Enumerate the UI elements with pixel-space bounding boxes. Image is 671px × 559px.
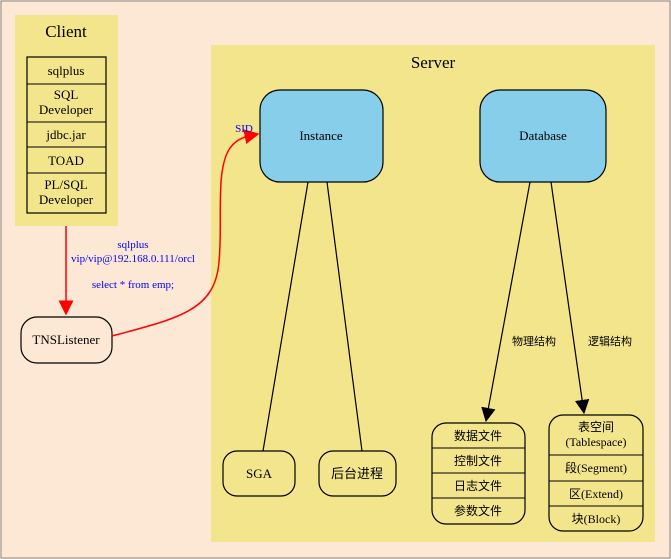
tnslistener-node	[20, 316, 113, 364]
physical-item-paramfile: 参数文件	[454, 503, 502, 518]
client-tools-table	[26, 56, 107, 214]
logical-item-extend: 区(Extend)	[569, 487, 623, 501]
physical-item-controlfile: 控制文件	[454, 453, 502, 468]
instance-node	[259, 89, 384, 183]
client-item-toad: TOAD	[48, 153, 84, 168]
instance-label: Instance	[299, 128, 343, 143]
edge-database-to-physical	[481, 181, 531, 423]
logical-structure-node: 表空间(Tablespace) 段(Segment) 区(Extend) 块(B…	[548, 414, 644, 532]
tnslistener-label: TNSListener	[32, 332, 100, 347]
physical-item-logfile: 日志文件	[454, 478, 502, 493]
edge-instance-to-process	[326, 181, 363, 452]
edge-instance-to-sga	[262, 181, 309, 452]
client-item-jdbc: jdbc.jar	[45, 127, 86, 142]
physical-structure-node: 数据文件 控制文件 日志文件 参数文件	[431, 422, 526, 525]
logical-item-segment: 段(Segment)	[565, 460, 627, 475]
physical-item-datafile: 数据文件	[454, 428, 502, 443]
edge-label-sid: SID	[235, 123, 253, 135]
edge-label-physical: 物理结构	[512, 334, 556, 348]
logical-item-tablespace: 表空间(Tablespace)	[565, 420, 626, 449]
database-node	[479, 89, 607, 183]
instance-other-node	[318, 450, 397, 497]
edge-listener-to-instance	[111, 129, 260, 337]
client-cluster-bg	[15, 15, 118, 226]
database-label: Database	[519, 128, 567, 143]
sga-label: SGA	[246, 466, 273, 481]
edge-database-to-logical	[550, 181, 590, 415]
sga-node	[222, 450, 296, 497]
instance-other-label: 后台进程	[331, 467, 383, 482]
edge-label-logical: 逻辑结构	[588, 334, 632, 348]
edge-label-sqlplus: sqlplus	[117, 239, 148, 251]
client-title: Client	[45, 22, 87, 41]
logical-item-block: 块(Block)	[572, 512, 621, 526]
client-item-sqlplus: sqlplus	[48, 63, 85, 78]
edge-label-query: select * from emp;	[92, 279, 174, 291]
server-title: Server	[411, 53, 456, 72]
edge-label-connect-string: vip/vip@192.168.0.111/orcl	[71, 253, 195, 265]
